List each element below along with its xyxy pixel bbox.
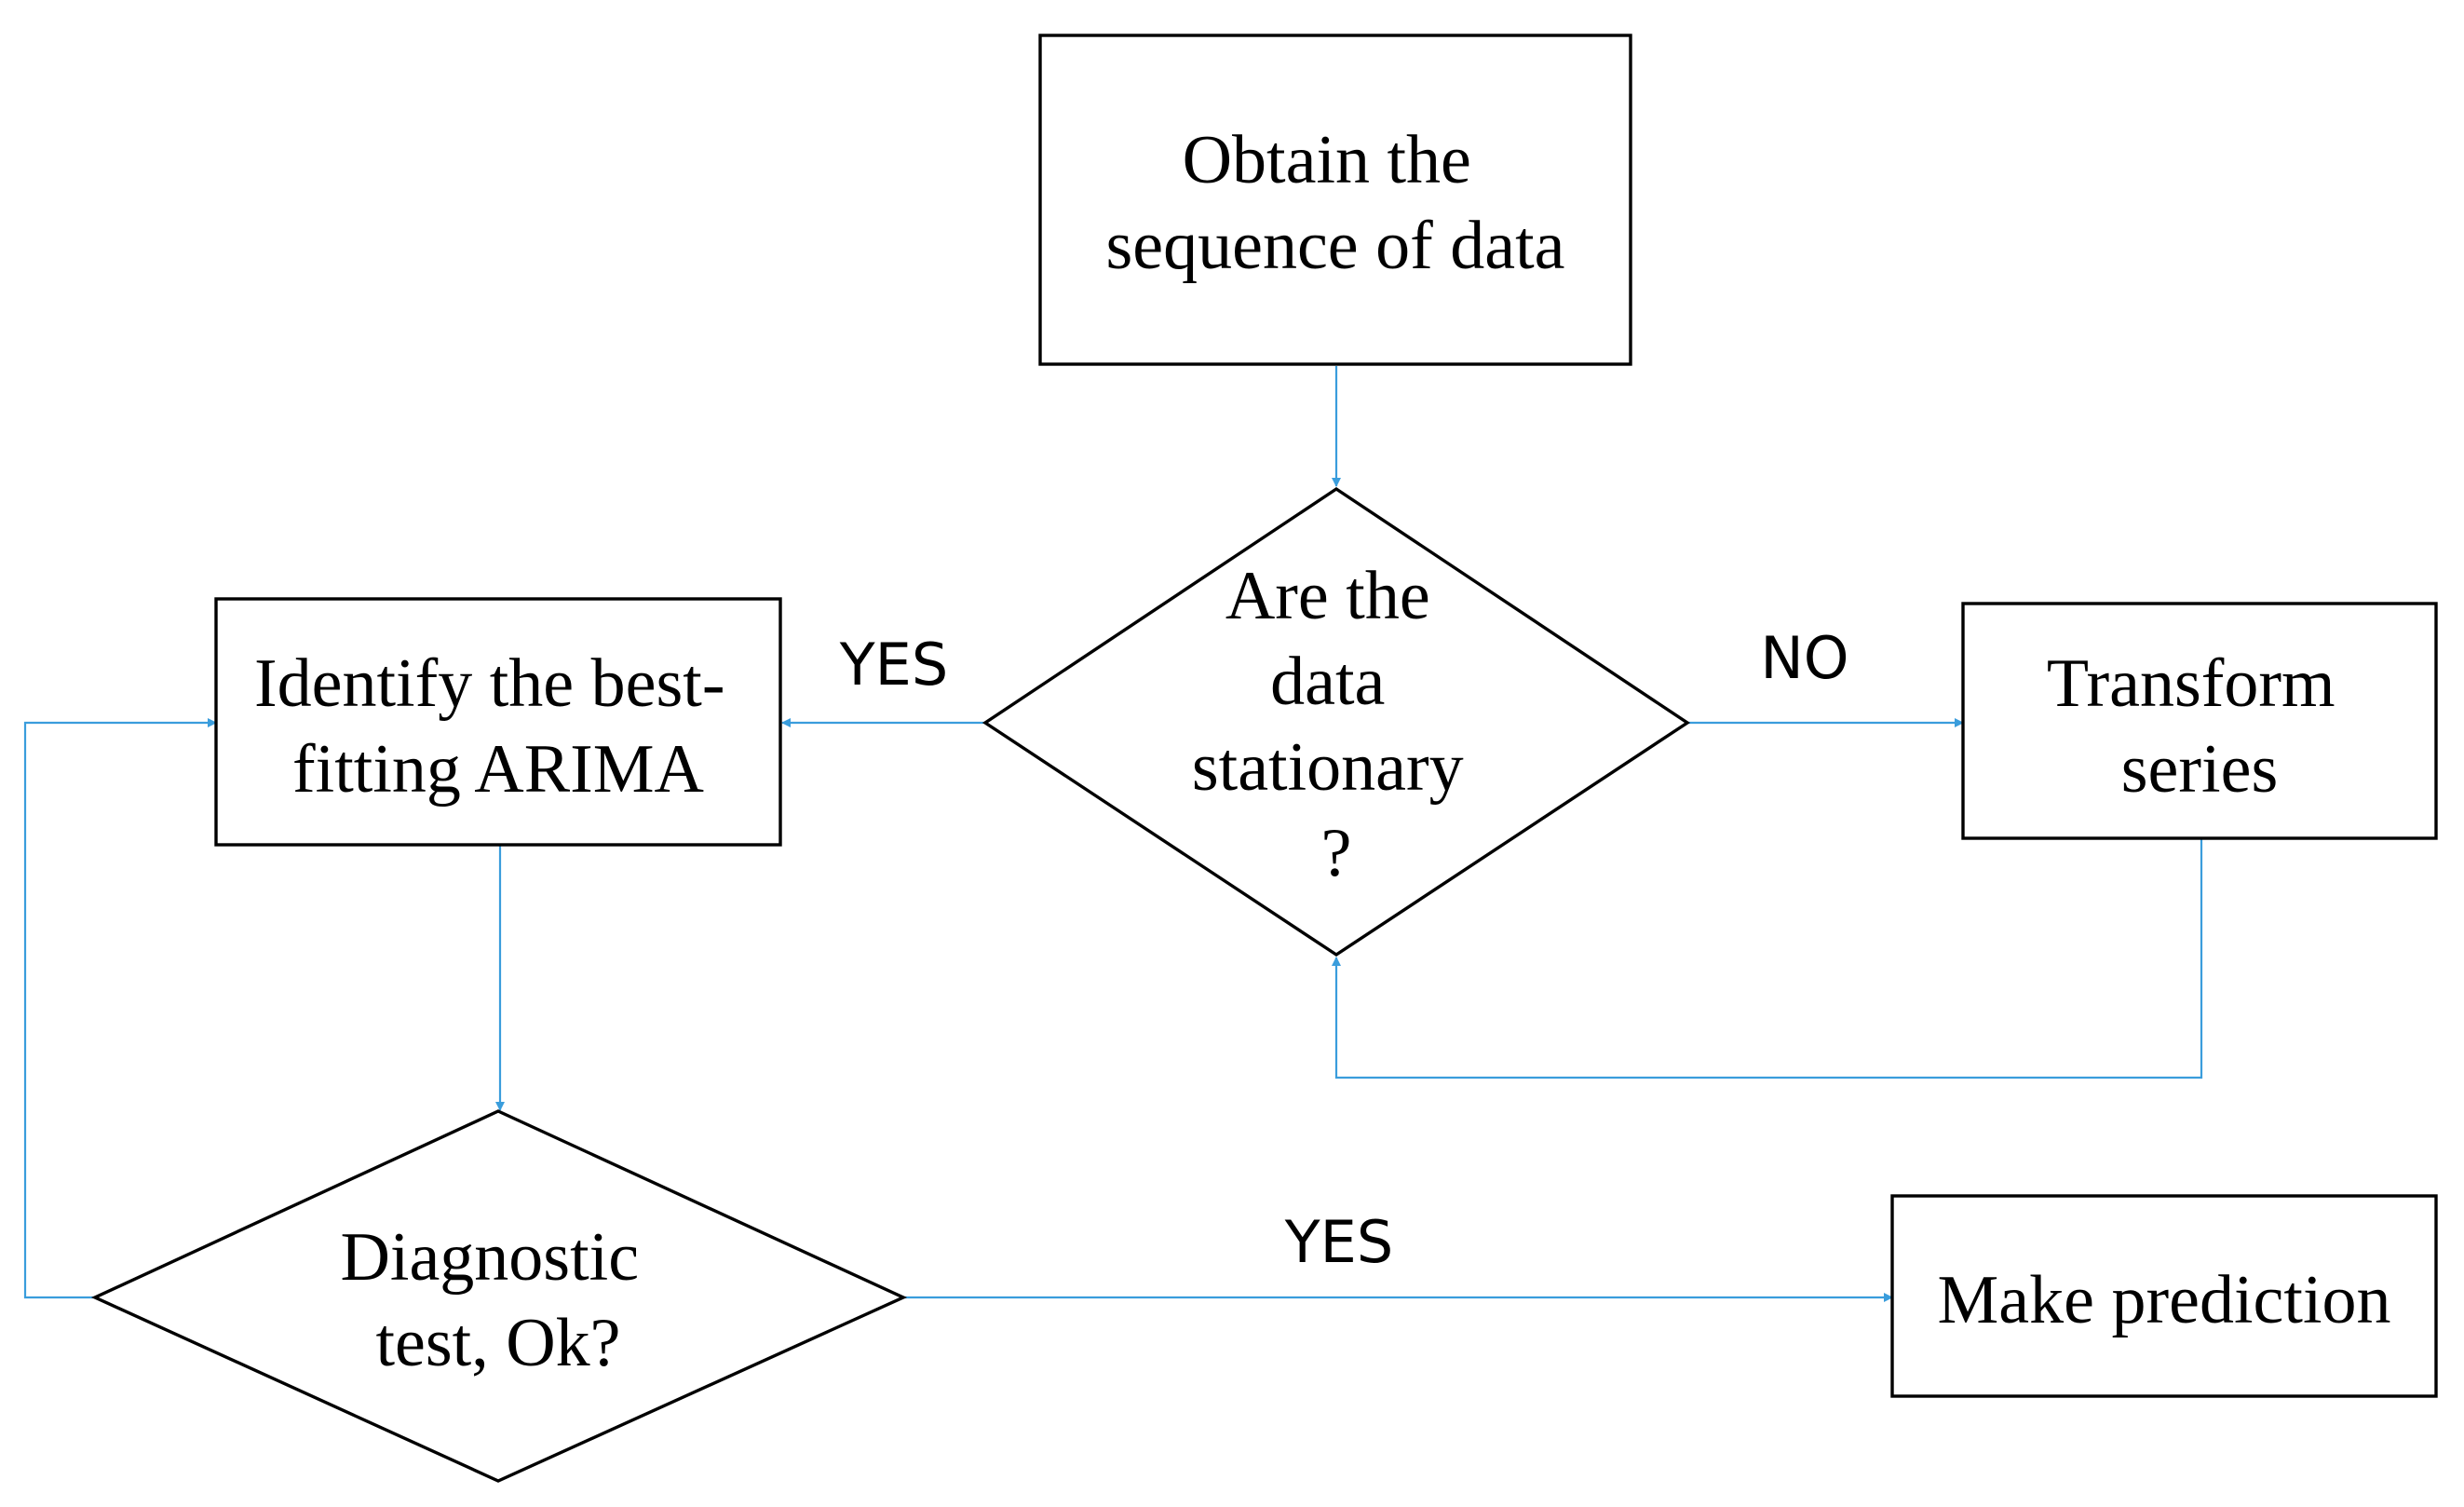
node-make-prediction-label: Make prediction xyxy=(1938,1262,2391,1338)
node-diagnostic-line-1: Diagnostic xyxy=(340,1219,639,1296)
edge-label-stationary-no: NO xyxy=(1760,624,1848,692)
node-obtain-data-line-1: Obtain the xyxy=(1183,122,1471,198)
node-make-prediction: Make prediction xyxy=(1890,1194,2438,1398)
node-identify-arima-label: Identify the best- fitting ARIMA xyxy=(254,645,742,808)
edges xyxy=(23,366,2203,1302)
node-obtain-data-box xyxy=(1038,34,1632,366)
node-stationary-label: Are the data stationary ? xyxy=(1192,558,1481,891)
node-obtain-data: Obtain the sequence of data xyxy=(1038,34,1632,366)
node-transform-series-label: Transform series xyxy=(2047,645,2352,808)
node-obtain-data-line-2: sequence of data xyxy=(1105,208,1564,284)
node-make-prediction-line-1: Make prediction xyxy=(1938,1262,2391,1338)
edge-diagnostic-back-to-identify xyxy=(23,718,217,1299)
node-obtain-data-label: Obtain the sequence of data xyxy=(1105,122,1564,284)
node-identify-arima-box xyxy=(214,597,782,847)
node-stationary-line-2: data xyxy=(1270,644,1385,720)
edge-label-stationary-yes: YES xyxy=(839,631,948,699)
node-identify-arima-line-1: Identify the best- xyxy=(254,645,725,722)
node-stationary-line-3: stationary xyxy=(1192,729,1464,806)
node-stationary-line-4: ? xyxy=(1321,815,1352,891)
node-identify-arima-line-2: fitting ARIMA xyxy=(292,731,704,808)
node-transform-series-box xyxy=(1961,602,2438,840)
node-diagnostic-decision: Diagnostic test, Ok? xyxy=(90,1109,908,1483)
node-transform-series-line-2: series xyxy=(2121,731,2279,808)
node-stationary-line-1: Are the xyxy=(1225,558,1430,634)
node-identify-arima: Identify the best- fitting ARIMA xyxy=(214,597,782,847)
edge-label-diagnostic-yes: YES xyxy=(1284,1208,1393,1276)
node-make-prediction-box xyxy=(1890,1194,2438,1398)
node-diagnostic-diamond xyxy=(90,1109,908,1483)
node-transform-series-line-1: Transform xyxy=(2047,645,2335,722)
node-stationary-diamond xyxy=(982,486,1691,957)
node-transform-series: Transform series xyxy=(1961,602,2438,840)
node-diagnostic-line-2: test, Ok? xyxy=(375,1305,620,1381)
node-stationary-decision: Are the data stationary ? xyxy=(982,486,1691,957)
edge-transform-back-to-stationary xyxy=(1332,838,2203,1079)
node-diagnostic-label: Diagnostic test, Ok? xyxy=(340,1219,656,1381)
